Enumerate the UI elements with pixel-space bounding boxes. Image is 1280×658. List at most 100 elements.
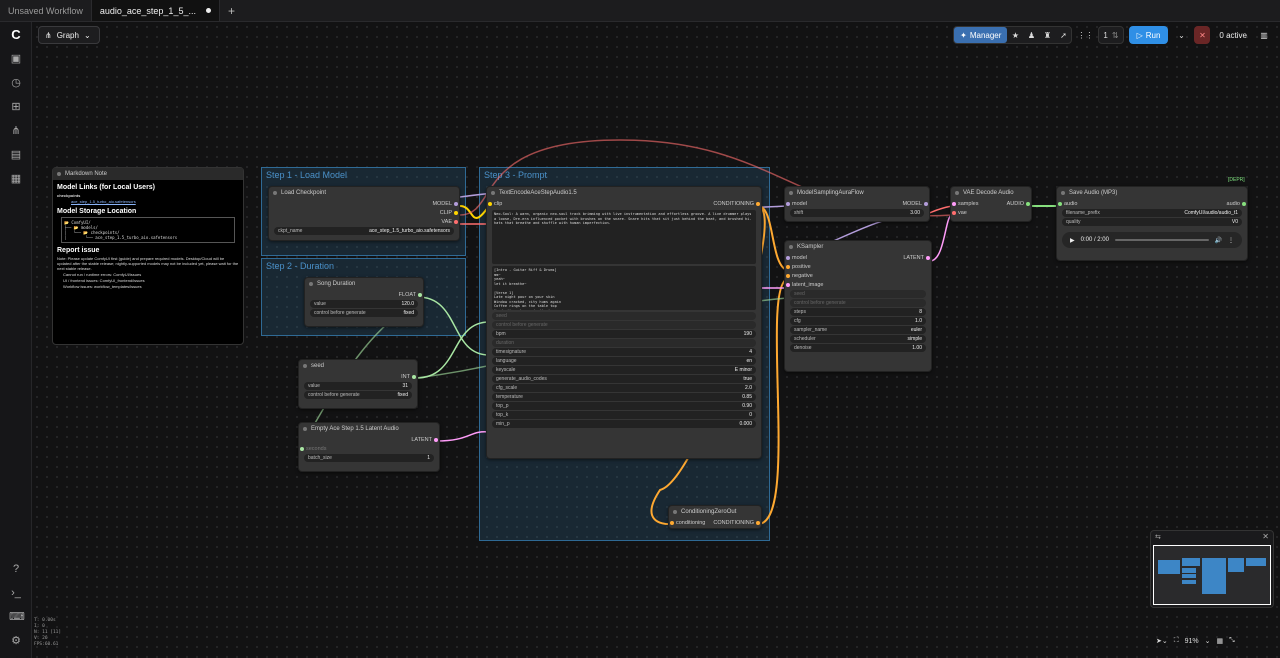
tags-textarea[interactable]: Neo-Soul: A warm, organic neo-soul track… [492,210,756,264]
output-int[interactable]: INT [401,373,410,380]
run-options-chevron-icon[interactable]: ⌄ [1178,30,1185,40]
drag-handle-icon[interactable]: ⋮⋮ [1077,30,1094,40]
zoom-level[interactable]: 91% [1184,637,1199,645]
input-model[interactable]: model [792,200,807,207]
volume-icon[interactable]: 🔊 [1214,237,1222,244]
close-minimap-icon[interactable]: ✕ [1262,532,1269,541]
output-float[interactable]: FLOAT [398,291,416,298]
workflows-icon[interactable]: ⋔ [11,125,21,137]
lyrics-textarea[interactable]: [Intro - Guitar Riff & Drums] mm~ yeah~ … [492,266,756,310]
chevron-down-icon[interactable]: ⌄ [1204,638,1211,645]
graph-mode-button[interactable]: ⋔Graph⌄ [38,26,100,44]
star-icon[interactable]: ★ [1011,30,1019,40]
queue-icon[interactable]: ▦ [10,173,22,185]
input-positive[interactable]: positive [792,263,811,270]
tab-unsaved-workflow[interactable]: Unsaved Workflow [0,0,92,21]
input-samples[interactable]: samples [958,200,979,207]
md-bullet-workflow[interactable]: Workflow issues: workflow_templates/issu… [63,284,142,289]
seed-input-widget[interactable]: seed [790,290,926,298]
templates-icon[interactable]: ▤ [10,149,22,161]
load-checkpoint-node[interactable]: Load Checkpoint MODEL CLIP VAE ckpt_name… [268,186,460,241]
checkpoint-link[interactable]: ace_step_1.5_turbo_aio.safetensors [71,199,136,204]
settings-gear-icon[interactable]: ⚙ [11,635,21,647]
output-latent[interactable]: LATENT [903,254,924,261]
input-audio[interactable]: audio [1064,200,1078,207]
input-vae[interactable]: vae [958,209,967,216]
input-latent-image[interactable]: latent_image [792,281,824,288]
input-model[interactable]: model [792,254,807,261]
minimap-viewport[interactable] [1153,545,1271,605]
link-visibility-icon[interactable]: ⤡ [1229,637,1235,644]
md-bullet-runtime[interactable]: Cannot run / runtime errors: ComfyUI/iss… [63,272,142,277]
output-conditioning[interactable]: CONDITIONING [713,519,754,526]
comfy-logo-icon[interactable]: C [11,27,21,42]
tab-audio-ace-step[interactable]: audio_ace_step_1_5_... [91,0,220,21]
play-icon[interactable]: ▶ [1070,237,1075,244]
input-conditioning[interactable]: conditioning [676,519,706,526]
input-clip[interactable]: clip [494,200,503,207]
manager-button[interactable]: ✦Manager [954,27,1008,43]
output-audio[interactable]: audio [1226,200,1240,207]
empty-latent-node[interactable]: Empty Ace Step 1.5 Latent Audio LATENT s… [298,422,440,472]
input-seconds[interactable]: seconds [306,445,327,452]
fit-view-icon[interactable]: ⛶ [1173,637,1179,644]
minimap-toggle-icon[interactable]: ▦ [1216,638,1224,645]
minimap-settings-icon[interactable]: ⇆ [1155,534,1161,541]
cag-widget[interactable]: control before generate [492,321,756,329]
history-icon[interactable]: ◷ [11,77,21,89]
markdown-note-node[interactable]: Markdown Note Model Links (for Local Use… [52,167,244,345]
cancel-button[interactable]: ✕ [1194,26,1211,44]
output-model[interactable]: MODEL [432,200,452,207]
model-icon[interactable]: ♟ [1027,30,1035,40]
help-icon[interactable]: ? [12,563,20,575]
audio-player[interactable]: ▶ 0:00 / 2:00 🔊 ⋮ [1062,232,1242,248]
image-icon[interactable]: ▣ [10,53,22,65]
nodes-library-icon[interactable]: ⊞ [11,101,21,113]
audio-progress-bar[interactable] [1114,239,1209,241]
output-clip[interactable]: CLIP [439,209,452,216]
md-bullet-frontend[interactable]: UI / frontend issues: ComfyUI_frontend/i… [63,278,145,283]
output-audio[interactable]: AUDIO [1006,200,1024,207]
panel-toggle-icon[interactable]: ▥ [1260,30,1268,40]
active-count[interactable]: 0 active [1219,30,1247,40]
output-latent[interactable]: LATENT [411,436,432,443]
output-vae[interactable]: VAE [441,218,452,225]
new-tab-button[interactable]: + [227,3,235,18]
keyboard-icon[interactable]: ⌨ [9,611,25,623]
output-model[interactable]: MODEL [902,200,922,207]
input-negative[interactable]: negative [792,272,813,279]
cag-widget[interactable]: control before generate [790,299,926,307]
more-options-icon[interactable]: ⋮ [1228,237,1234,244]
minimap[interactable]: ⇆ ✕ [1150,530,1274,608]
share-icon[interactable]: ➚ [1060,30,1067,40]
duration-input-widget[interactable]: duration [492,339,756,347]
output-conditioning[interactable]: CONDITIONING [713,200,754,207]
queue-count[interactable]: 1⇅ [1098,26,1124,44]
